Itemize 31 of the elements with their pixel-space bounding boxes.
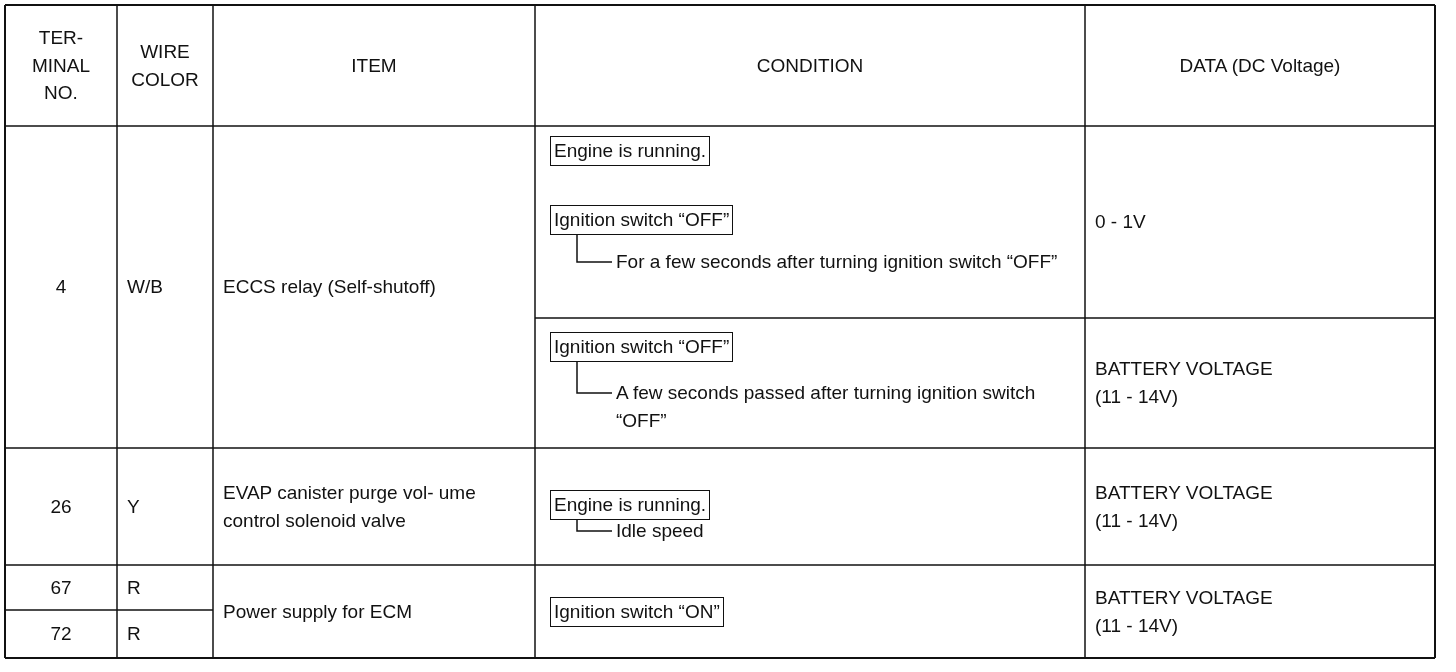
- item-name: Power supply for ECM: [223, 599, 412, 624]
- column-header: ITEM: [351, 53, 397, 78]
- item-name: ECCS relay (Self-shutoff): [223, 275, 436, 300]
- wire-color: Y: [127, 494, 140, 519]
- condition-note: A few seconds passed after turning ignition switch “OFF”: [616, 379, 1076, 435]
- leader-line: [576, 518, 613, 532]
- condition-box: Engine is running.: [550, 136, 711, 166]
- voltage-value: 0 - 1V: [1095, 210, 1146, 235]
- column-header: TER- MINAL NO.: [31, 26, 91, 106]
- leader-line: [576, 233, 613, 263]
- condition-note: For a few seconds after turning ignition switch “OFF”: [616, 248, 1096, 276]
- leader-line: [576, 360, 613, 394]
- voltage-value: BATTERY VOLTAGE (11 - 14V): [1095, 585, 1274, 638]
- condition-box: Ignition switch “OFF”: [550, 205, 734, 235]
- terminal-number: 4: [55, 275, 67, 300]
- column-header: WIRE COLOR: [130, 39, 200, 92]
- column-header: CONDITION: [756, 53, 864, 78]
- terminal-number: 26: [50, 494, 72, 519]
- voltage-value: BATTERY VOLTAGE (11 - 14V): [1095, 480, 1274, 533]
- terminal-number: 72: [50, 622, 72, 647]
- voltage-value: BATTERY VOLTAGE (11 - 14V): [1095, 357, 1274, 409]
- wire-color: R: [127, 622, 141, 647]
- condition-box: Engine is running.: [550, 490, 711, 520]
- item-name: EVAP canister purge vol- ume control solenoid valve: [223, 480, 477, 533]
- wire-color: W/B: [127, 275, 163, 300]
- condition-note: Idle speed: [616, 517, 704, 545]
- wire-color: R: [127, 575, 141, 600]
- condition-box: Ignition switch “OFF”: [550, 332, 734, 362]
- column-header: DATA (DC Voltage): [1179, 53, 1341, 78]
- terminal-number: 67: [50, 575, 72, 600]
- condition-box: Ignition switch “ON”: [550, 597, 724, 627]
